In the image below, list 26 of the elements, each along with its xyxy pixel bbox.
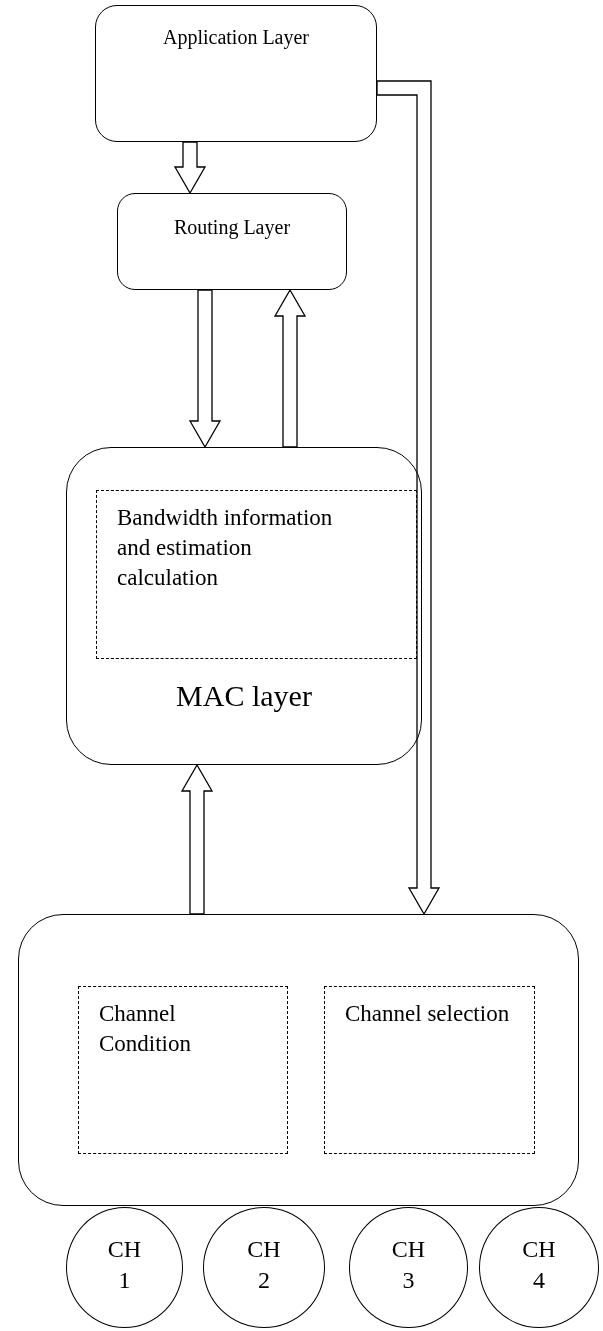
block-arrow — [376, 80, 441, 916]
block-arrow — [188, 289, 222, 449]
channel-circle — [349, 1207, 468, 1328]
channel-circle — [479, 1207, 599, 1328]
dashed-box — [324, 986, 535, 1154]
block-arrow — [173, 141, 207, 195]
box-label: MAC layer — [176, 678, 312, 714]
box-label: CH 2 — [246, 1235, 282, 1296]
dashed-box — [78, 986, 288, 1154]
block-arrow — [273, 288, 307, 448]
box-label: CH 3 — [390, 1235, 427, 1296]
box-label: Application Layer — [162, 25, 310, 50]
layer-box — [66, 447, 422, 765]
layer-box — [117, 193, 347, 290]
box-label: Channel selection — [345, 1000, 510, 1028]
channel-circle — [66, 1207, 183, 1328]
dashed-box — [96, 490, 417, 659]
box-label: Channel Condition — [99, 1000, 192, 1058]
layer-box — [95, 5, 377, 142]
channel-circle — [203, 1207, 325, 1328]
rounded-box — [18, 914, 579, 1206]
box-label: CH 1 — [106, 1235, 143, 1296]
block-arrow — [180, 763, 214, 915]
box-label: Routing Layer — [173, 215, 291, 240]
box-label: CH 4 — [521, 1235, 557, 1296]
box-label: Bandwidth information and estimation calculation — [117, 504, 334, 592]
